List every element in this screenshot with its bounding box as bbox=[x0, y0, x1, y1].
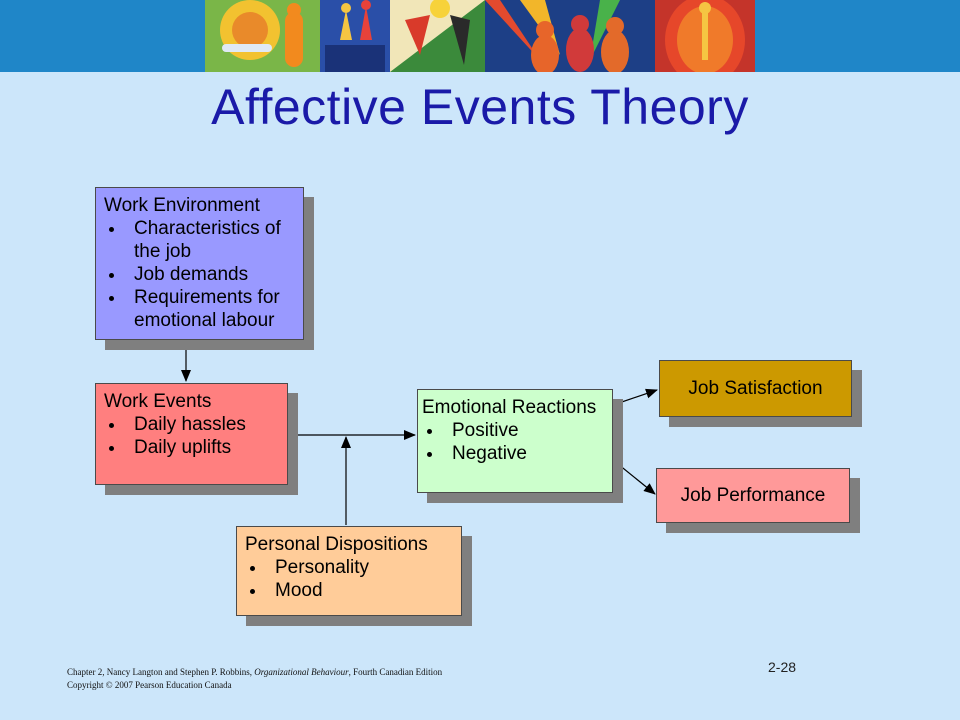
personal-dispositions-heading: Personal Dispositions bbox=[245, 534, 428, 555]
arrow-reactions-to-satisfaction bbox=[612, 388, 658, 406]
header-banner bbox=[0, 0, 960, 72]
list-item: Daily hassles bbox=[104, 413, 281, 436]
personal-dispositions-box: Personal Dispositions Personality Mood bbox=[236, 526, 462, 616]
page-number: 2-28 bbox=[768, 659, 797, 675]
emotional-reactions-heading: Emotional Reactions bbox=[422, 397, 597, 418]
work-events-heading: Work Events bbox=[104, 391, 212, 412]
slide-title: Affective Events Theory bbox=[211, 79, 749, 135]
list-item: Positive bbox=[422, 419, 606, 442]
job-performance-label: Job Performance bbox=[680, 485, 826, 506]
job-satisfaction-box: Job Satisfaction bbox=[659, 360, 852, 417]
decorative-people-illustration-icon bbox=[0, 0, 960, 72]
work-events-box: Work Events Daily hassles Daily uplifts bbox=[95, 383, 288, 485]
work-environment-box: Work Environment Characteristics of the … bbox=[95, 187, 304, 340]
list-item: Negative bbox=[422, 442, 606, 465]
list-item: Characteristics of the job bbox=[104, 217, 297, 263]
list-item: Personality bbox=[245, 556, 455, 579]
list-item: Daily uplifts bbox=[104, 436, 281, 459]
footer-citation: Chapter 2, Nancy Langton and Stephen P. … bbox=[67, 666, 587, 692]
citation-prefix: Chapter 2, Nancy Langton and Stephen P. … bbox=[67, 667, 255, 677]
list-item: Requirements for emotional labour bbox=[104, 286, 297, 332]
citation-line: Chapter 2, Nancy Langton and Stephen P. … bbox=[67, 666, 587, 679]
citation-suffix: , Fourth Canadian Edition bbox=[348, 667, 443, 677]
job-satisfaction-label: Job Satisfaction bbox=[688, 378, 823, 399]
citation-book-title: Organizational Behaviour bbox=[254, 667, 349, 677]
list-item: Job demands bbox=[104, 263, 297, 286]
emotional-reactions-box: Emotional Reactions Positive Negative bbox=[417, 389, 613, 493]
copyright-line: Copyright © 2007 Pearson Education Canad… bbox=[67, 680, 232, 690]
work-environment-heading: Work Environment bbox=[104, 195, 260, 216]
list-item: Mood bbox=[245, 579, 455, 602]
arrow-reactions-to-performance bbox=[612, 459, 656, 495]
job-performance-box: Job Performance bbox=[656, 468, 850, 523]
